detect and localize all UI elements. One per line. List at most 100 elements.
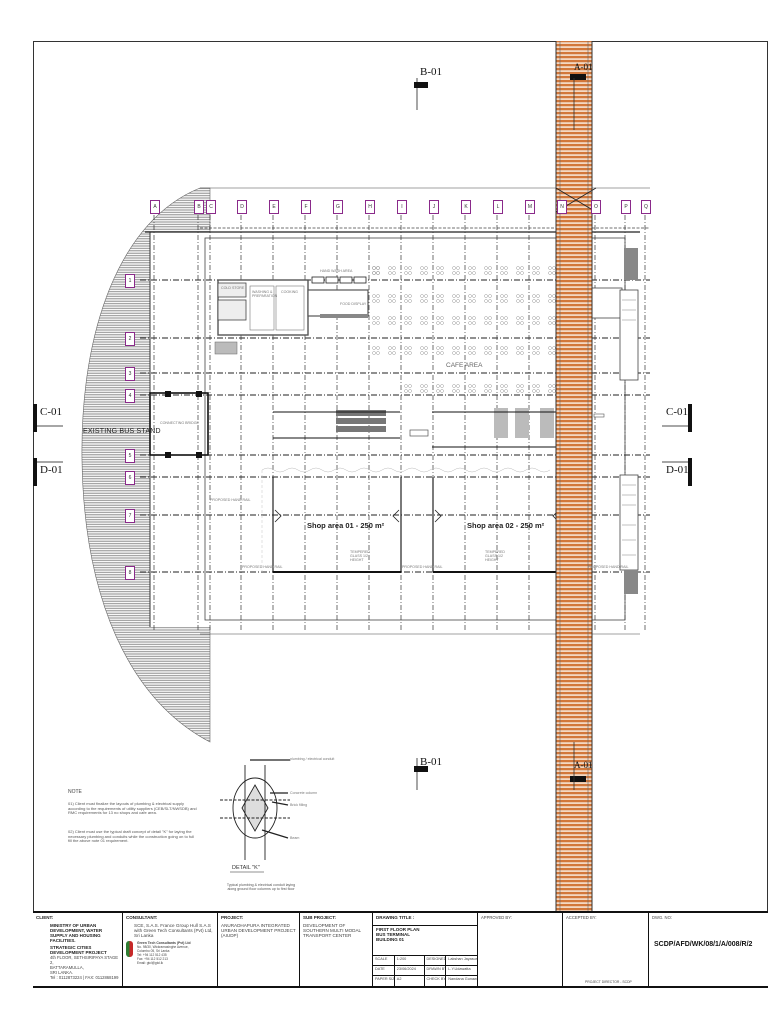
grid-row-label: 1	[125, 274, 135, 288]
checked-label: CHECK BY	[425, 976, 447, 986]
grid-column-label: I	[397, 200, 407, 214]
designed-value: Lakshan Jayasuriya	[448, 957, 477, 961]
client-address-3: SRI LANKA.	[50, 970, 74, 975]
grid-column-label: K	[461, 200, 471, 214]
note-item-2: 02) Client must use the typical draft co…	[68, 829, 195, 844]
tempered-glass-label-2: TEMPERED GLASS 1/2 HEIGHT	[485, 550, 505, 563]
designed-label: DESIGNED BY	[425, 956, 447, 966]
grid-column-label: L	[493, 200, 503, 214]
note-item-1: 01) Client must finalize the layouts of …	[68, 801, 197, 816]
title-block: CLIENT: MINISTRY OF URBAN DEVELOPMENT, W…	[33, 911, 768, 988]
project-cell: PROJECT: ANURADHAPURA INTEGRATED URBAN D…	[218, 913, 300, 986]
drawn-value: L.Y.Udawatta	[448, 967, 471, 971]
shop-area-01-label: Shop area 01 - 250 m²	[307, 521, 385, 530]
accepted-cell: ACCEPTED BY: PROJECT DIRECTOR - SCDP	[563, 913, 649, 986]
project-label: PROJECT:	[221, 915, 244, 920]
grid-column-label: G	[333, 200, 343, 214]
scale-label: SCALE	[373, 956, 395, 966]
accepted-label: ACCEPTED BY:	[566, 915, 597, 920]
section-marker-c01-left: C-01	[40, 406, 62, 418]
grid-row-label: 6	[125, 471, 135, 485]
drawing-subtitle-2: BUILDING 01	[376, 937, 405, 942]
dwg-no-label: DWG. NO:	[652, 915, 673, 920]
consultant-address-2: Colombo 05, Sri Lanka	[137, 949, 170, 953]
grid-column-label: P	[621, 200, 631, 214]
grid-column-label: J	[429, 200, 439, 214]
client-tel: Tel : 0112873224 | FAX: 0112868199	[50, 975, 119, 980]
detail-k-title: DETAIL "K"	[232, 865, 260, 871]
paper-value: A2	[395, 976, 425, 986]
detail-callout-beam: Beam	[290, 836, 300, 840]
client-project: STRATEGIC CITIES DEVELOPMENT PROJECT	[50, 945, 107, 955]
section-marker-a01-top: A-01	[574, 62, 593, 72]
dwg-no-value: SCDP/AFD/WK/08/1/A/008/R/2	[654, 941, 753, 948]
grid-column-label: C	[206, 200, 216, 214]
consultant-cell: CONSULTANT: SCE, S.A.S. France Group Hul…	[123, 913, 218, 986]
drawing-title-label: DRAWING TITLE :	[373, 913, 477, 926]
accepted-signatory: PROJECT DIRECTOR - SCDP	[585, 980, 632, 984]
grid-column-label: Q	[641, 200, 651, 214]
grid-row-label: 2	[125, 332, 135, 346]
detail-callout-brick: Brick filling	[290, 803, 308, 807]
cooking-label: COOKING	[281, 290, 298, 294]
detail-callout-column: Concrete column	[290, 791, 318, 795]
grid-column-label: D	[237, 200, 247, 214]
section-marker-b01-top: B-01	[420, 66, 442, 78]
grid-column-label: F	[301, 200, 311, 214]
grid-column-label: A	[150, 200, 160, 214]
section-marker-d01-right: D-01	[666, 464, 689, 476]
cold-store-label: COLD STORE	[221, 286, 245, 290]
detail-callout-conduit: plumbing / electrical conduit	[290, 757, 335, 761]
hand-rail-label-1: PROPOSED HAND RAIL	[210, 498, 251, 502]
scale-row: SCALE 1:200 DESIGNED BY Lakshan Jayasuri…	[373, 955, 477, 966]
grid-row-label: 5	[125, 449, 135, 463]
hand-rail-label-2: PROPOSED HAND RAIL	[242, 565, 283, 569]
approved-label: APPROVED BY:	[481, 915, 512, 920]
consultant-logo-icon	[126, 941, 133, 957]
consultant-name: SCE, S.A.S. France Group Hull S.A.S with…	[134, 923, 213, 938]
project-name: ANURADHAPURA INTEGRATED URBAN DEVELOPMEN…	[221, 923, 296, 938]
section-marker-a01-bottom: A-01	[574, 760, 593, 770]
scale-value: 1:200	[395, 956, 425, 966]
section-marker-c01-right: C-01	[666, 406, 688, 418]
notes-heading: NOTE	[68, 789, 82, 795]
grid-row-label: 4	[125, 389, 135, 403]
client-label: CLIENT:	[36, 915, 54, 920]
grid-column-label: N	[557, 200, 567, 214]
grid-column-label: B	[194, 200, 204, 214]
hand-rail-label-3: PROPOSED HAND RAIL	[402, 565, 443, 569]
grid-row-label: 7	[125, 509, 135, 523]
drawing-subtitle-1: BUS TERMINAL	[376, 932, 410, 937]
dwg-no-cell: DWG. NO: SCDP/AFD/WK/08/1/A/008/R/2	[649, 913, 768, 986]
grid-row-label: 8	[125, 566, 135, 580]
shop-area-02-label: Shop area 02 - 250 m²	[467, 521, 545, 530]
checked-value: Nandana Gunawardhana	[448, 977, 477, 981]
date-value: 23/06/2024	[395, 966, 425, 976]
cafe-area-label: CAFE AREA	[446, 362, 483, 369]
detail-k-caption: Typical plumbing & electrical conduit la…	[226, 883, 296, 892]
existing-bus-stand-label: EXISTING BUS STAND	[83, 428, 161, 435]
consultant-tel: Tel: +94 112 512 435	[137, 953, 167, 957]
drawing-title: FIRST FLOOR PLAN	[376, 927, 420, 932]
grid-column-label: M	[525, 200, 535, 214]
consultant-label: CONSULTANT:	[126, 915, 158, 920]
drawn-label: DRAWN BY	[425, 966, 447, 976]
consultant-address-1: No. 98/30, Wickramasinghe Avenue,	[137, 945, 189, 949]
section-marker-b01-bottom: B-01	[420, 756, 442, 768]
subproject-cell: SUB PROJECT: DEVELOPMENT OF SOUTHERN MUL…	[300, 913, 373, 986]
date-label: DATE	[373, 966, 395, 976]
grid-row-label: 3	[125, 367, 135, 381]
section-marker-d01-left: D-01	[40, 464, 63, 476]
client-address-2: BATTARAMULLA,	[50, 965, 84, 970]
drawing-title-cell: DRAWING TITLE : FIRST FLOOR PLAN BUS TER…	[373, 913, 478, 986]
connecting-bridge-label: CONNECTING BRIDGE	[160, 421, 199, 425]
paper-row: PAPER SIZE A2 CHECK BY Nandana Gunawardh…	[373, 975, 477, 986]
consultant-email: Email: gtcl@gtcl.lk	[137, 961, 164, 965]
grid-column-label: E	[269, 200, 279, 214]
hand-rail-label-4: PROPOSED HAND RAIL	[588, 565, 629, 569]
date-row: DATE 23/06/2024 DRAWN BY L.Y.Udawatta	[373, 965, 477, 976]
consultant-fax: Fax: +94 112 512 213	[137, 957, 168, 961]
grid-column-label: H	[365, 200, 375, 214]
tempered-glass-label-1: TEMPERED GLASS 1/2 HEIGHT	[350, 550, 370, 563]
